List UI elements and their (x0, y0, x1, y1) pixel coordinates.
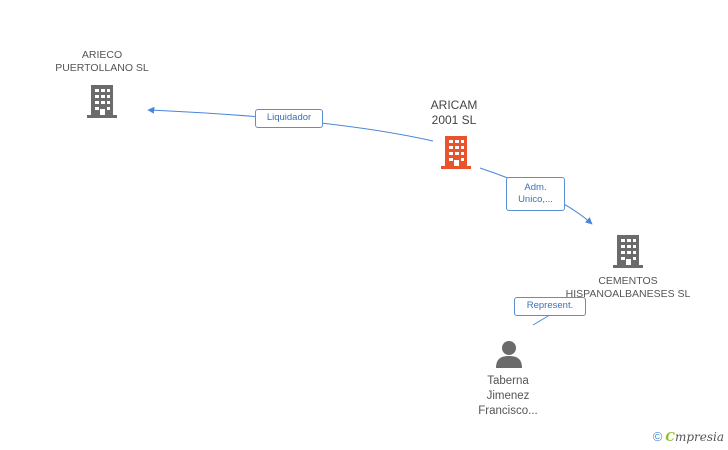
person-icon[interactable] (494, 339, 524, 369)
copyright-icon: © (652, 429, 663, 444)
edge-label-liquidador[interactable]: Liquidador (255, 109, 323, 128)
node-label-taberna[interactable]: Taberna Jimenez Francisco... (478, 375, 538, 417)
edge-label-adm[interactable]: Adm. Unico,... (506, 177, 565, 211)
brand-logo: Cmpresia (665, 430, 724, 444)
edge-label-represent[interactable]: Represent. (514, 297, 586, 316)
building-icon[interactable] (612, 233, 644, 269)
node-label-arieco[interactable]: ARIECO PUERTOLLANO SL (55, 49, 149, 74)
empresia-watermark: ©Cmpresia (653, 429, 724, 444)
node-label-aricam[interactable]: ARICAM 2001 SL (430, 98, 478, 127)
building-icon[interactable] (86, 83, 118, 119)
node-label-cementos[interactable]: CEMENTOS HISPANOALBANESES SL (565, 275, 691, 300)
building-icon-highlighted[interactable] (440, 134, 472, 170)
